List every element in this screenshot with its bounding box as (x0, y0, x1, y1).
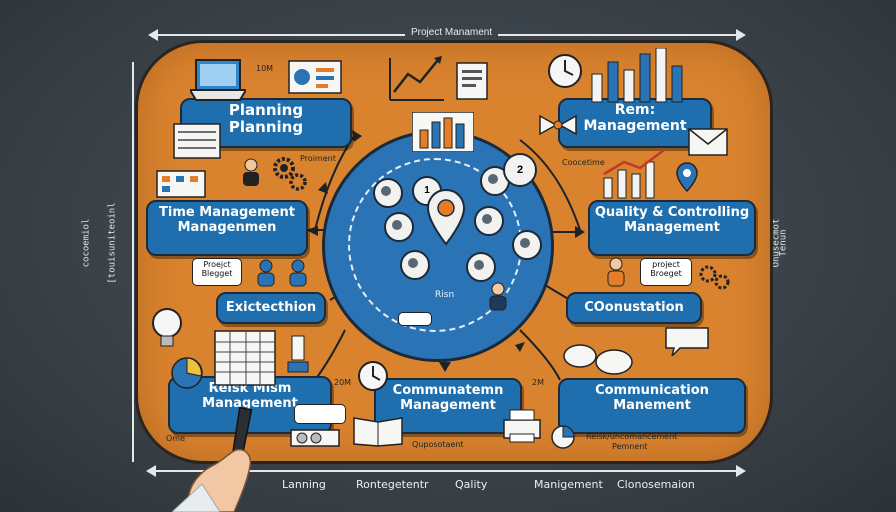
label-risk-top-line2: Management (583, 118, 687, 135)
label-planning-line2: Planning (228, 118, 304, 137)
spreadsheet-icon (214, 330, 276, 386)
clock-icon (548, 54, 582, 88)
label-comm-center-line2: Management (400, 397, 496, 413)
hub-node-right (474, 206, 504, 236)
annotation-bottom-center: Quposotaent (412, 440, 464, 449)
bottom-axis-label-4: Manigement (534, 478, 603, 491)
line-trend-icon (389, 56, 444, 101)
trophy-icon (287, 335, 309, 373)
label-quality-line1: Quality & Controlling (594, 205, 750, 220)
person-icon-right (607, 257, 625, 287)
chat-bubbles-icon (563, 344, 633, 375)
note-project-budget-right-line2: Broeget (650, 268, 682, 278)
annotation-10m: 10M (256, 64, 274, 73)
label-quality: Quality & Controlling Management (588, 200, 756, 256)
laptop-icon (190, 59, 246, 101)
label-consultation: COonustation (566, 292, 702, 324)
lightbulb-icon (152, 308, 182, 347)
document-icon (456, 62, 488, 100)
envelope-icon (688, 128, 728, 156)
pie-chart-icon-right (551, 425, 575, 449)
gear-icon (273, 157, 307, 191)
label-quality-line2: Management (624, 219, 720, 235)
bow-ribbon-icon (539, 114, 577, 136)
label-consultation-line1: COonustation (584, 300, 684, 315)
hub-node-2: 2 (503, 153, 537, 187)
label-time-management: Time Management Managenmen (146, 200, 308, 256)
note-project-budget-left-line2: Blegget (201, 268, 233, 278)
map-pin-icon (676, 162, 698, 192)
bar-chart-icon-top-right (591, 48, 683, 103)
note-project-budget-left: Proejct Blegget (192, 258, 242, 286)
label-comm-right-line1: Communication (595, 383, 709, 398)
hub-node-bottom-left (400, 250, 430, 280)
bottom-arrow-left (146, 465, 156, 477)
label-communication-right: Communication Manement (558, 378, 746, 434)
money-stack-icon (290, 429, 340, 447)
note-project-budget-left-line1: Proejct (203, 260, 231, 269)
bottom-arrow-right (736, 465, 746, 477)
hub-node-bottom-right (466, 252, 496, 282)
kanban-board-icon (156, 170, 206, 198)
label-time-line2: Managenmen (177, 219, 277, 235)
stopwatch-icon (358, 361, 388, 391)
gears-icon-right (699, 265, 730, 290)
header-title: Project Manament (405, 27, 499, 38)
hub-node-left (384, 212, 414, 242)
trend-bars-icon (603, 149, 665, 199)
speech-bubble-icon (665, 327, 709, 356)
person-icon (489, 282, 507, 311)
top-arrow-left (148, 29, 158, 41)
bottom-axis-label-3: Qality (455, 478, 488, 491)
annotation-2m: 2M (532, 378, 544, 387)
location-pin-icon (426, 188, 466, 246)
label-planning-line1: Planning (228, 101, 304, 119)
annotation-20m: 20M (334, 378, 352, 387)
label-execution-line1: Exictecthion (225, 300, 317, 315)
bottom-axis-label-5: Clonosemaion (617, 478, 695, 491)
bottom-axis-label-2: Rontegetentr (356, 478, 429, 491)
top-arrow-right (736, 29, 746, 41)
label-comm-center-line1: Communatemn (392, 383, 504, 398)
note-bubble-left (294, 404, 346, 424)
hub-node-top-left (373, 178, 403, 208)
hub-bar-chart-icon (412, 112, 474, 152)
hub-bottom-note (398, 312, 432, 326)
books-icon (173, 123, 221, 159)
label-comm-right-line2: Manement (613, 397, 691, 413)
label-risk-bottom-line2: Management (202, 395, 298, 411)
note-project-budget-right: project Broeget (640, 258, 692, 286)
dashboard-icon (288, 60, 342, 94)
bottom-axis-label-1: Lanning (282, 478, 326, 491)
label-risk-top: Rem: Management (558, 98, 712, 148)
left-dimension-line (132, 62, 134, 462)
annotation-bottom-right-1: Reisk/uncomancement (586, 432, 678, 441)
label-planning: Planning Planning (180, 98, 352, 148)
hub-label: Risn (435, 290, 455, 300)
label-risk-top-line1: Rem: (614, 102, 656, 118)
hub-node-far-right (512, 230, 542, 260)
label-execution: Exictecthion (216, 292, 326, 324)
annotation-bottom-right-2: Pemnent (612, 442, 648, 451)
annotation-project-small: Proiment (300, 154, 336, 163)
label-time-line1: Time Management (159, 205, 295, 220)
note-project-budget-right-line1: project (652, 260, 680, 269)
bottom-dimension-line (152, 470, 742, 472)
hand-with-pen-icon (172, 406, 253, 512)
pie-chart-icon-left (171, 357, 203, 389)
annotation-ome: Ome (166, 434, 186, 443)
person-icon-left (243, 158, 259, 186)
printer-icon (503, 409, 541, 443)
annotation-cocoptime: Coocetime (562, 158, 605, 167)
user-group-icon (257, 259, 307, 287)
open-book-icon (353, 417, 403, 447)
